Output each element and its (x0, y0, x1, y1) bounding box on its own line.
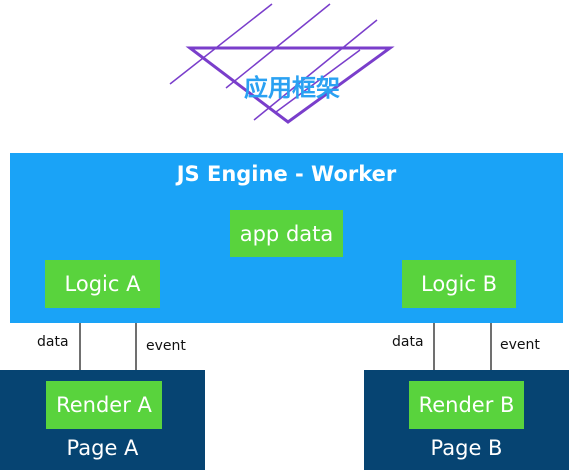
event-label-b: event (500, 337, 540, 353)
logic-a-node: Logic A (45, 260, 160, 308)
render-b-label: Render B (418, 393, 515, 417)
render-a-node: Render A (46, 381, 162, 429)
decorative-slash-lines (169, 3, 378, 121)
data-label-b: data (392, 334, 424, 350)
render-a-label: Render A (56, 393, 152, 417)
app-data-label: app data (239, 221, 334, 246)
app-data-node: app data (230, 210, 343, 257)
render-b-node: Render B (409, 381, 524, 429)
page-a-title: Page A (66, 436, 139, 460)
logic-a-label: Logic A (64, 272, 141, 296)
logic-b-label: Logic B (421, 272, 497, 296)
framework-label: 应用框架 (244, 74, 340, 102)
logic-b-node: Logic B (402, 260, 516, 308)
page-b-title: Page B (430, 436, 503, 460)
data-label-a: data (37, 334, 69, 350)
event-label-a: event (146, 338, 186, 354)
framework-triangle (185, 46, 395, 124)
js-engine-title: JS Engine - Worker (176, 162, 397, 186)
